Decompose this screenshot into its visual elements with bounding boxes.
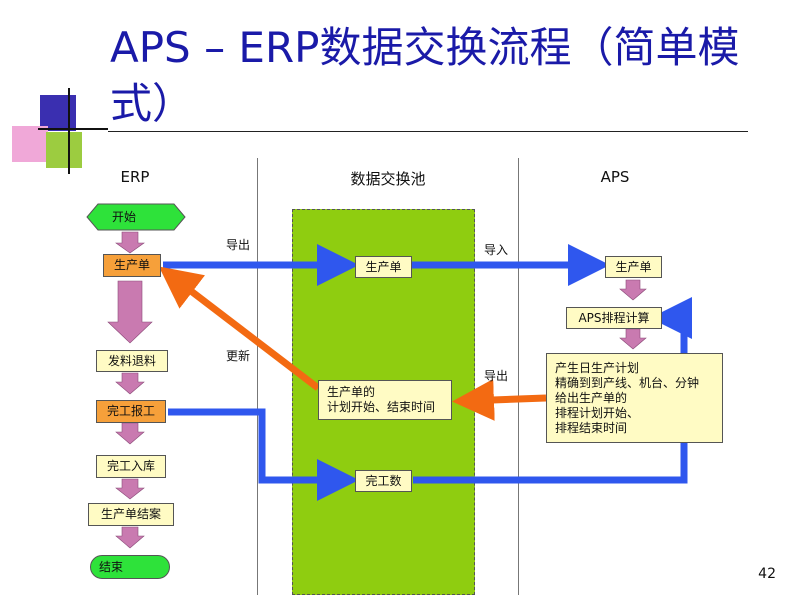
aps-calc-box: APS排程计算 <box>566 307 662 329</box>
aps-result-box: 产生日生产计划 精确到到产线、机台、分钟 给出生产单的 排程计划开始、 排程结束… <box>546 353 723 443</box>
start-node <box>86 203 186 231</box>
erp-close-box: 生产单结案 <box>88 503 174 526</box>
column-header-aps: APS <box>600 168 630 186</box>
erp-report-box: 完工报工 <box>96 400 166 423</box>
page-title: APS – ERP数据交换流程（简单模式） <box>110 23 740 128</box>
aps-result-text: 产生日生产计划 精确到到产线、机台、分钟 给出生产单的 排程计划开始、 排程结束… <box>555 360 700 435</box>
erp-stockin-box: 完工入库 <box>96 455 166 478</box>
end-label: 结束 <box>99 559 124 574</box>
decor-line-h <box>38 128 108 130</box>
decor-square-green <box>46 132 82 168</box>
aps-order-box: 生产单 <box>605 256 662 278</box>
update-label: 更新 <box>226 349 251 363</box>
end-node: 结束 <box>90 555 170 579</box>
orange-flows <box>158 266 547 421</box>
erp-flow-arrows <box>107 231 647 549</box>
export-left-label: 导出 <box>226 238 251 252</box>
lane-divider-2 <box>518 158 519 595</box>
export-right-label: 导出 <box>484 369 509 383</box>
page-number: 42 <box>758 566 776 582</box>
pool-order-box: 生产单 <box>355 256 412 278</box>
pool-plan-times-text: 生产单的 计划开始、结束时间 <box>327 385 436 414</box>
pool-plan-times-box: 生产单的 计划开始、结束时间 <box>318 380 452 420</box>
decor-square-navy <box>40 95 76 131</box>
decor-line-v <box>68 88 70 174</box>
erp-issue-box: 发料退料 <box>96 350 168 372</box>
erp-order-box: 生产单 <box>103 254 161 277</box>
lane-divider-1 <box>257 158 258 595</box>
start-label: 开始 <box>112 210 137 224</box>
column-header-pool: 数据交换池 <box>350 170 426 188</box>
decor-square-pink <box>12 126 48 162</box>
title-divider <box>108 131 748 132</box>
import-label: 导入 <box>484 243 509 257</box>
column-header-erp: ERP <box>120 168 150 186</box>
pool-completed-box: 完工数 <box>355 470 412 492</box>
